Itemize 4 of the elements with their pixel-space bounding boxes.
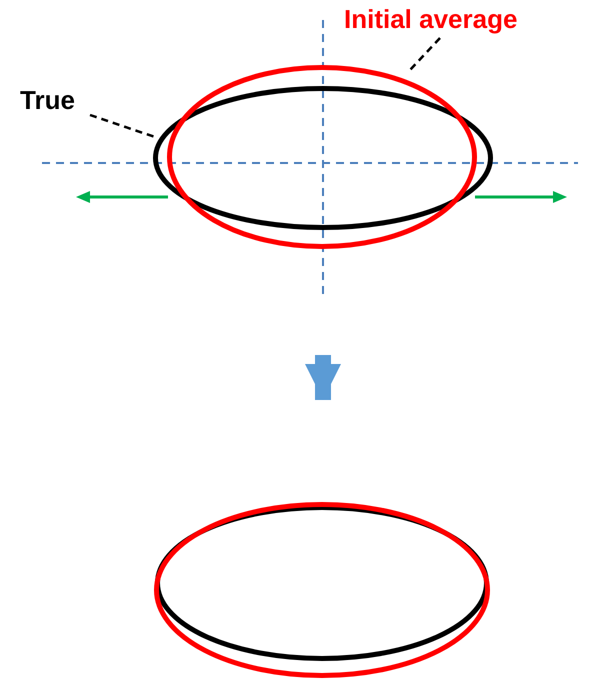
- label-text: True: [20, 85, 75, 115]
- label-text: Initial average: [344, 4, 518, 34]
- leader-line: [90, 114, 156, 138]
- leader-line: [409, 37, 441, 71]
